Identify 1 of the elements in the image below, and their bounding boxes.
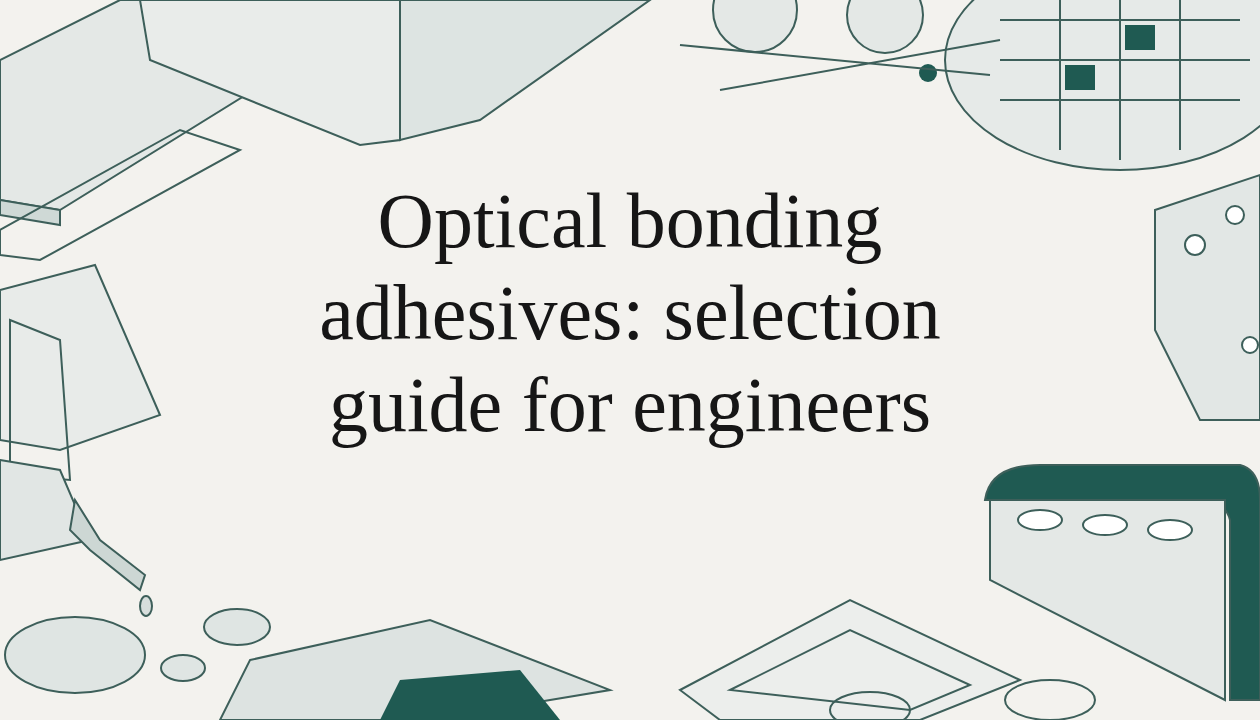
title: Optical bonding adhesives: selection guide for engineers bbox=[318, 176, 942, 450]
